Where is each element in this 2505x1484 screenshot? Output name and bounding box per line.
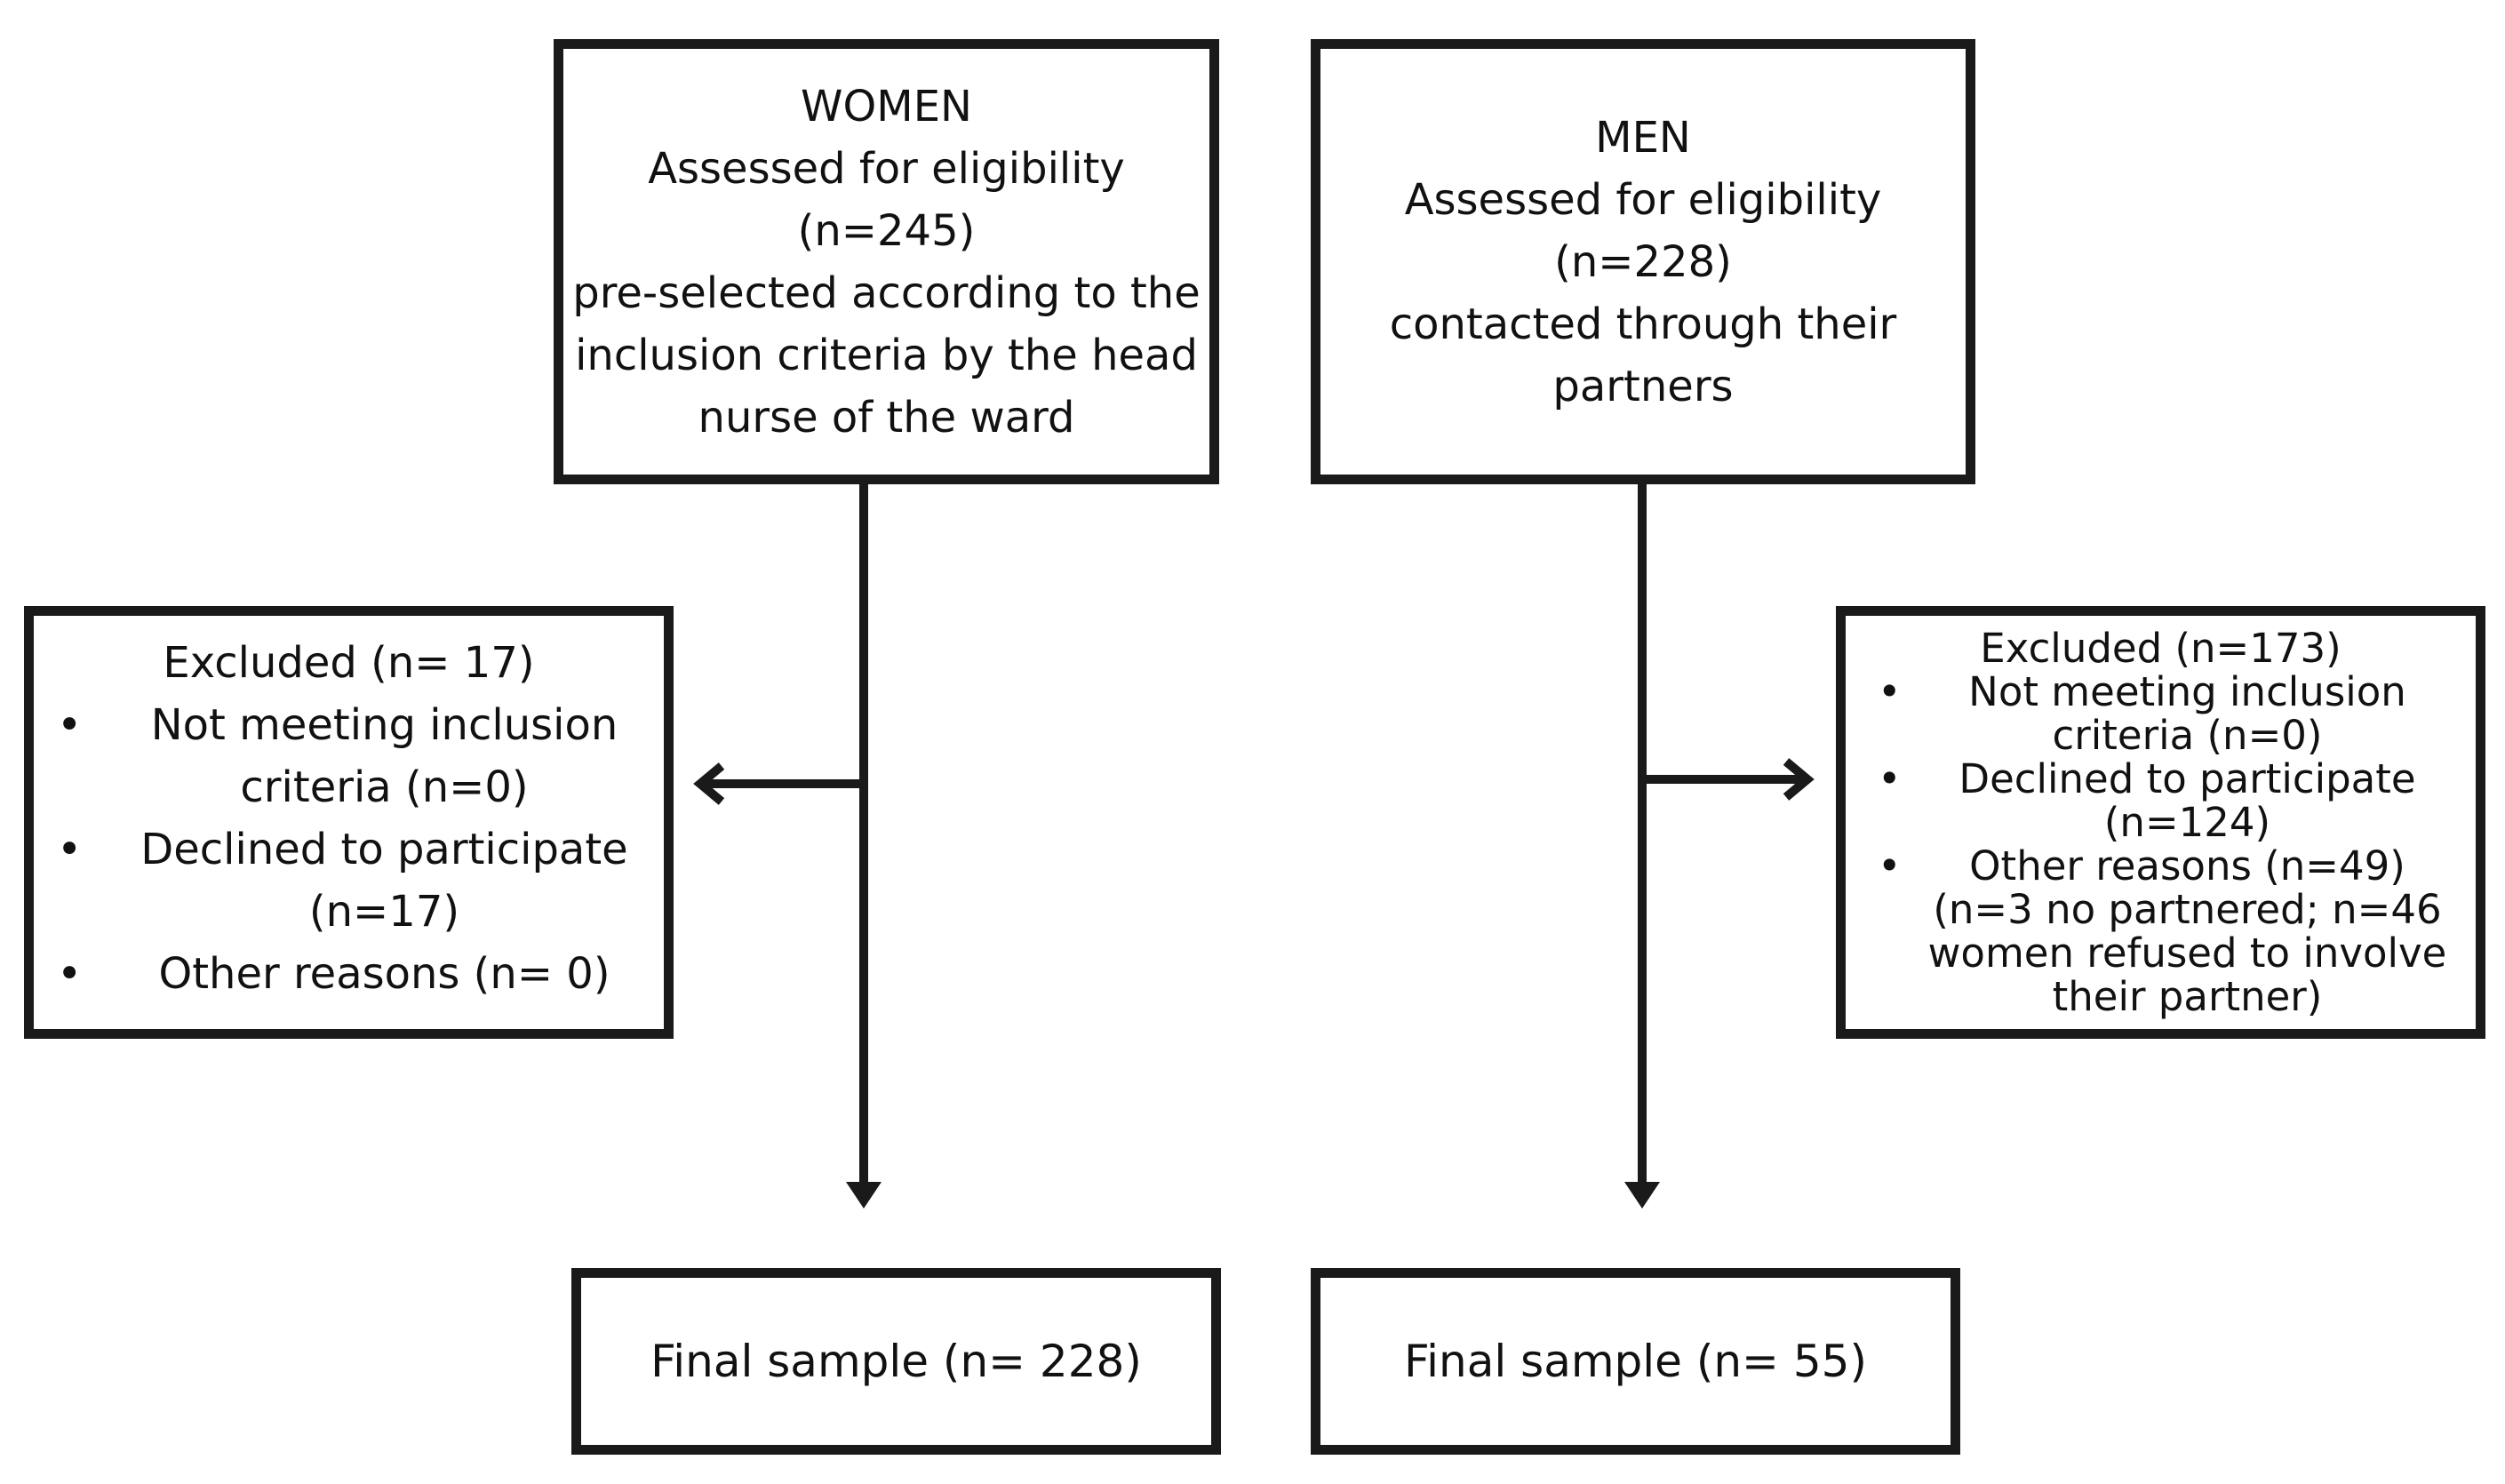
women-final-sample-box: Final sample (n= 228) bbox=[571, 1268, 1221, 1455]
women-assessed-line: Assessed for eligibility bbox=[648, 143, 1125, 194]
exclusion-item-text: Other reasons (n=49) bbox=[1969, 842, 2405, 890]
exclusion-item-text: (n=17) bbox=[308, 887, 460, 937]
exclusion-item-text: Other reasons (n= 0) bbox=[158, 949, 610, 999]
women-final-sample-label: Final sample (n= 228) bbox=[650, 1336, 1142, 1387]
men-excluded-box: Excluded (n=173) • Not meeting inclusion… bbox=[1836, 606, 2485, 1039]
exclusion-item-text: (n=124) bbox=[2103, 799, 2271, 846]
men-assessed-box: MEN Assessed for eligibility (n=228) con… bbox=[1311, 39, 1975, 484]
exclusion-item-text: their partner) bbox=[2052, 973, 2323, 1020]
exclusion-item: • Declined to participate (n=17) bbox=[34, 818, 664, 943]
men-excluded-title: Excluded (n=173) bbox=[1980, 625, 2341, 672]
exclusion-item-text: Declined to participate bbox=[1959, 755, 2416, 802]
women-final-arrowhead bbox=[846, 1182, 882, 1209]
bullet-icon: • bbox=[57, 825, 83, 874]
men-final-sample-box: Final sample (n= 55) bbox=[1311, 1268, 1960, 1455]
exclusion-item: • Declined to participate (n=124) bbox=[1846, 757, 2476, 844]
exclusion-item-text: Not meeting inclusion bbox=[1968, 668, 2406, 715]
exclusion-item: • Not meeting inclusion criteria (n=0) bbox=[34, 694, 664, 818]
exclusion-item-text: criteria (n=0) bbox=[2052, 712, 2323, 759]
women-assessed-line: inclusion criteria by the head bbox=[575, 330, 1198, 380]
men-exclusion-arrowhead bbox=[1783, 758, 1815, 801]
men-exclusion-list: • Not meeting inclusion criteria (n=0) •… bbox=[1846, 670, 2476, 1018]
bullet-icon: • bbox=[1878, 668, 1902, 715]
exclusion-item-text: women refused to involve bbox=[1927, 929, 2447, 977]
women-assessed-line: WOMEN bbox=[801, 81, 972, 132]
women-exclusion-arrowhead bbox=[693, 762, 725, 805]
exclusion-item: • Not meeting inclusion criteria (n=0) bbox=[1846, 670, 2476, 757]
men-assessed-line: (n=228) bbox=[1554, 236, 1732, 287]
exclusion-item-text: (n=3 no partnered; n=46 bbox=[1933, 886, 2442, 933]
exclusion-item-text: Not meeting inclusion bbox=[150, 700, 618, 750]
men-assessed-line: contacted through their bbox=[1389, 299, 1897, 349]
women-excluded-box: Excluded (n= 17) • Not meeting inclusion… bbox=[24, 606, 674, 1039]
bullet-icon: • bbox=[57, 949, 83, 999]
women-exclusion-list: • Not meeting inclusion criteria (n=0) •… bbox=[34, 694, 664, 1005]
bullet-icon: • bbox=[1878, 755, 1902, 802]
men-assessed-line: Assessed for eligibility bbox=[1404, 174, 1882, 225]
women-assessed-box: WOMEN Assessed for eligibility (n=245) p… bbox=[554, 39, 1219, 484]
men-assessed-line: MEN bbox=[1595, 112, 1691, 163]
men-final-sample-label: Final sample (n= 55) bbox=[1404, 1336, 1867, 1387]
bullet-icon: • bbox=[57, 700, 83, 750]
exclusion-item-text: Declined to participate bbox=[140, 825, 628, 874]
women-excluded-title: Excluded (n= 17) bbox=[163, 638, 535, 688]
men-final-arrowhead bbox=[1624, 1182, 1660, 1209]
men-assessed-line: partners bbox=[1552, 361, 1734, 411]
exclusion-item: • Other reasons (n=49) (n=3 no partnered… bbox=[1846, 844, 2476, 1018]
exclusion-item-text: criteria (n=0) bbox=[240, 762, 529, 812]
bullet-icon: • bbox=[1878, 842, 1902, 890]
women-assessed-line: (n=245) bbox=[797, 205, 976, 256]
women-assessed-line: nurse of the ward bbox=[698, 392, 1075, 443]
exclusion-item: • Other reasons (n= 0) bbox=[34, 943, 664, 1005]
women-assessed-line: pre-selected according to the bbox=[572, 267, 1201, 318]
